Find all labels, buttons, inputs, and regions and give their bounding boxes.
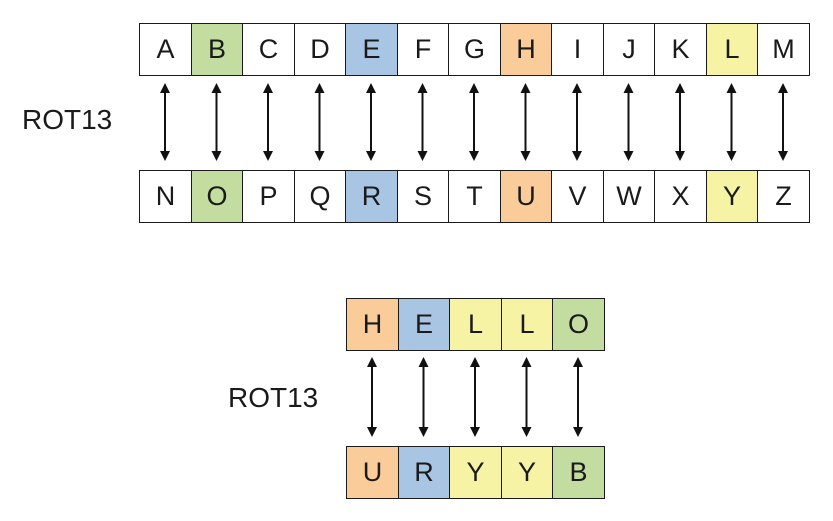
letter-cell-n: N [139, 170, 192, 223]
letter-cell-g: G [448, 23, 501, 76]
letter-cell-j: J [602, 23, 656, 76]
letter-cell-x: X [654, 170, 707, 223]
bottom-rot13-label: ROT13 [228, 382, 319, 413]
letter-cell-l: L [500, 298, 554, 351]
letter-cell-w: W [602, 170, 656, 223]
letter-cell-o: O [190, 170, 244, 223]
letter-cell-u: U [499, 170, 553, 223]
top-rot13-label: ROT13 [22, 104, 113, 135]
letter-cell-e: E [397, 298, 451, 351]
letter-cell-b: B [552, 446, 605, 499]
letter-cell-c: C [242, 23, 295, 76]
letter-cell-r: R [397, 446, 451, 499]
letter-cell-s: S [396, 170, 450, 223]
letter-cell-i: I [551, 23, 604, 76]
letter-cell-a: A [139, 23, 192, 76]
letter-cell-l: L [705, 23, 759, 76]
letter-cell-h: H [499, 23, 553, 76]
letter-cell-q: Q [293, 170, 347, 223]
letter-cell-v: V [551, 170, 604, 223]
letter-cell-m: M [757, 23, 810, 76]
letter-cell-z: Z [757, 170, 810, 223]
letter-cell-y: Y [705, 170, 759, 223]
letter-cell-y: Y [449, 446, 502, 499]
letter-cell-o: O [552, 298, 605, 351]
letter-cell-r: R [345, 170, 398, 223]
letter-cell-p: P [242, 170, 295, 223]
letter-cell-k: K [654, 23, 707, 76]
